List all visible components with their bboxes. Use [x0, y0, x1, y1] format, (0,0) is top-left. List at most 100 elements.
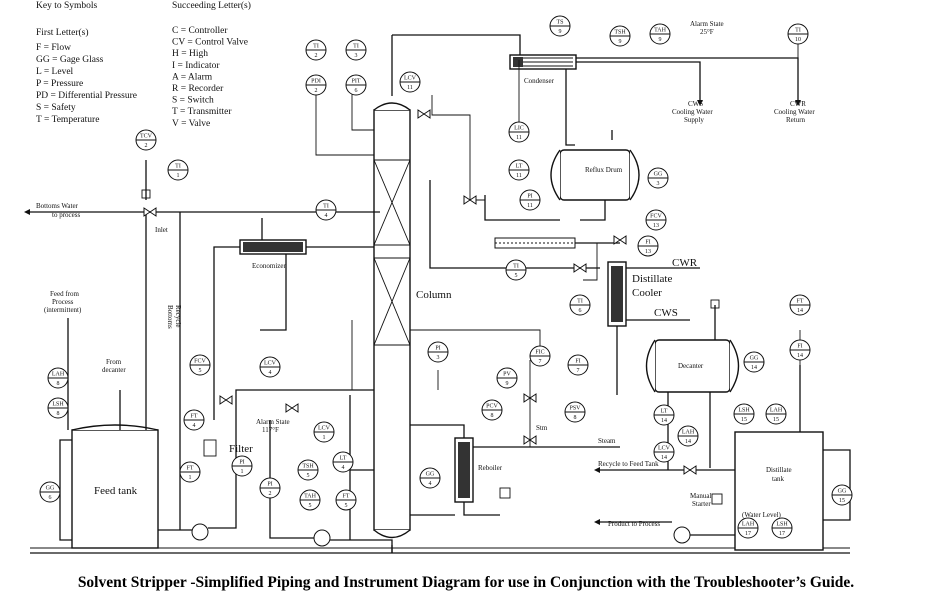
reflux-drum-label-1: Reflux Drum [585, 166, 623, 174]
instrument-number: 5 [515, 273, 518, 279]
recycle-bottoms-1: Recycle [174, 305, 182, 328]
instrument-number: 11 [516, 173, 522, 179]
from-decanter-1: From [106, 358, 122, 366]
instrument-letters: TCV [140, 134, 153, 140]
reflux-drum: Reflux Drum [550, 149, 640, 201]
alarm-top-2: 25°F [700, 28, 714, 36]
instrument-letters: FCV [194, 359, 206, 365]
instrument-number: 17 [779, 531, 785, 537]
instrument-letters: FI [645, 240, 650, 246]
pid-drawing: Key to Symbols Succeeding Letter(s) Firs… [24, 0, 853, 554]
instrument-letters: LAH [742, 522, 755, 528]
valve-symbol [143, 207, 157, 217]
key-first-item: PD = Differential Pressure [36, 90, 137, 101]
feed-tank-shell [71, 429, 159, 549]
instrument-letters: LAH [52, 372, 65, 378]
cws-label: CWS [654, 307, 678, 319]
alarm-mid-2: 117°F [262, 426, 279, 434]
key-succeeding-item: R = Recorder [172, 84, 224, 94]
condenser-label: Condenser [524, 77, 555, 85]
instrument-letters: PI [239, 460, 244, 466]
alarm-top-1: Alarm State [690, 20, 724, 28]
key-title-right: Succeeding Letter(s) [172, 0, 251, 11]
instrument-letters: PCV [486, 404, 498, 410]
instrument-gg-6: GG6 [39, 481, 61, 503]
valve-symbol [219, 395, 233, 405]
instrument-letters: GG [46, 486, 55, 492]
instrument-number: 11 [527, 203, 533, 209]
instrument-letters: FT [342, 494, 349, 500]
instrument-number: 2 [315, 53, 318, 59]
instrument-number: 14 [797, 353, 803, 359]
valve-symbol [683, 465, 697, 475]
instrument-ti-3: TI3 [345, 39, 367, 61]
instrument-number: 10 [795, 37, 801, 43]
key-first-item: GG = Gage Glass [36, 55, 104, 65]
instrument-letters: FI [575, 359, 580, 365]
instrument-letters: TI [323, 204, 329, 210]
instrument-number: 5 [199, 368, 202, 374]
reboiler-label: Reboiler [478, 464, 503, 472]
instrument-fi-14: FI 14 [789, 339, 811, 361]
key-succeeding-item: H = High [172, 49, 208, 59]
instrument-letters: PV [503, 372, 511, 378]
instrument-fcv-5: FCV 5 [189, 354, 211, 376]
inlet-label: Inlet [155, 226, 168, 234]
instrument-number: 13 [645, 249, 651, 255]
instrument-number: 5 [307, 473, 310, 479]
instrument-number: 14 [685, 439, 691, 445]
key-succeeding-item: A = Alarm [172, 72, 213, 82]
instrument-letters: FI [797, 344, 802, 350]
instrument-lah-14: LAH 14 [677, 425, 699, 447]
instrument-number: 11 [407, 85, 413, 91]
key-first-item: F = Flow [36, 43, 71, 53]
cws-supply-1: CWS [688, 100, 703, 108]
instrument-number: 8 [57, 411, 60, 417]
instrument-lt-4: LT4 [332, 451, 354, 473]
instrument-gg-3: GG3 [647, 167, 669, 189]
instrument-number: 4 [269, 370, 272, 376]
distillate-cooler: Distillate Cooler [607, 261, 672, 327]
instrument-letters: TI [577, 299, 583, 305]
feed-process-3: (intermittent) [44, 306, 82, 314]
instrument-ft-4: FT4 [183, 409, 205, 431]
instrument-letters: GG [426, 472, 435, 478]
instrument-letters: GG [750, 356, 759, 362]
cws-supply-3: Supply [684, 116, 704, 124]
instrument-letters: LIC [514, 126, 524, 132]
instrument-number: 2 [269, 491, 272, 497]
instrument-letters: LCV [264, 361, 277, 367]
instrument-letters: LCV [318, 426, 331, 432]
diagram-caption: Solvent Stripper -Simplified Piping and … [77, 574, 855, 591]
instrument-letters: TAH [304, 494, 317, 500]
instrument-letters: TAH [654, 28, 667, 34]
decanter-label: Decanter [678, 362, 704, 370]
column-bottom-head [373, 529, 411, 539]
distillate-cooler-label-1: Distillate [632, 273, 672, 285]
bottoms-water-2: to process [52, 211, 80, 219]
feed-tank: Feed tank [71, 424, 159, 549]
key-first-item: L = Level [36, 67, 74, 77]
valve-symbol [523, 393, 537, 403]
symbol-key: Key to Symbols Succeeding Letter(s) Firs… [36, 0, 251, 129]
condenser: Condenser [509, 54, 577, 85]
recycle-bottoms-2: Bottoms [166, 305, 174, 329]
economizer-label: Economizer [252, 262, 286, 270]
instrument-letters: TS [556, 20, 563, 26]
key-succeeding-item: C = Controller [172, 26, 228, 36]
instrument-letters: GG [654, 172, 663, 178]
instrument-number: 9 [559, 29, 562, 35]
instrument-letters: LSH [52, 402, 64, 408]
instrument-letters: LAH [682, 430, 695, 436]
instrument-pi-2: PI2 [259, 477, 281, 499]
instrument-letters: FCV [650, 214, 662, 220]
instrument-letters: LCV [658, 446, 671, 452]
